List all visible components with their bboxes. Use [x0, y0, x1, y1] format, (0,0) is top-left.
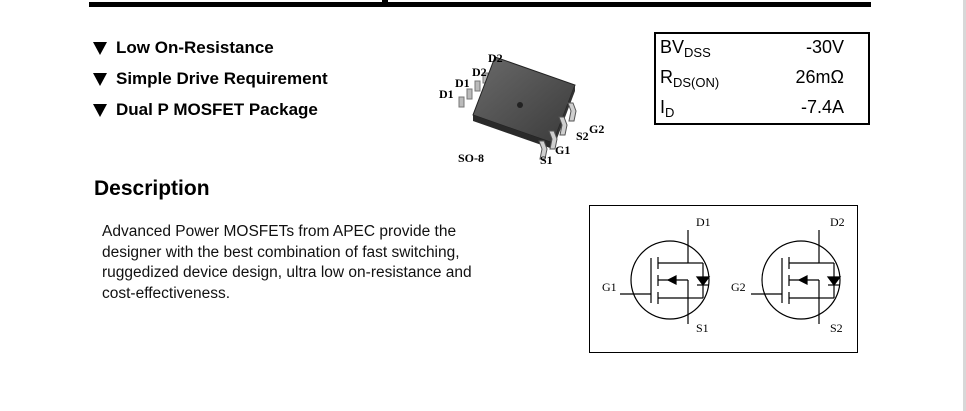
package-name: SO-8: [458, 151, 484, 165]
pin-label: D1: [455, 76, 470, 90]
section-title: Description: [94, 177, 210, 200]
spec-value: -30V: [805, 37, 844, 57]
pin-label: D2: [472, 65, 487, 79]
so8-package-illustration: D2 D2 D1 D1 G2 S2 G1 S1 SO-8: [435, 45, 610, 170]
pin-label: S1: [696, 321, 709, 335]
triangle-bullet-icon: [93, 73, 107, 86]
pin-label: S2: [576, 129, 589, 143]
header-rule: [89, 2, 871, 7]
pin-label: D1: [696, 215, 711, 229]
pin-label: D2: [488, 51, 503, 65]
pin-label: G2: [731, 280, 746, 294]
pin-label: D1: [439, 87, 454, 101]
pin-label: S2: [830, 321, 843, 335]
spec-table: BVDSS -30V RDS(ON) 26mΩ ID -7.4A: [654, 32, 870, 125]
spec-value: 26mΩ: [795, 67, 844, 87]
feature-label: Low On-Resistance: [116, 38, 274, 57]
spec-symbol: BVDSS: [660, 37, 711, 60]
header-rule-stub: [382, 0, 388, 3]
feature-item: Low On-Resistance: [93, 38, 328, 69]
spec-row: ID -7.4A: [660, 97, 844, 127]
page-edge: [963, 0, 966, 411]
triangle-bullet-icon: [93, 104, 107, 117]
triangle-bullet-icon: [93, 42, 107, 55]
feature-label: Simple Drive Requirement: [116, 69, 328, 88]
description-text: Advanced Power MOSFETs from APEC provide…: [102, 223, 472, 302]
pin-label: G2: [589, 122, 604, 136]
package-pin-icon: [538, 102, 577, 160]
feature-list: Low On-Resistance Simple Drive Requireme…: [93, 38, 328, 131]
spec-value: -7.4A: [800, 97, 844, 117]
spec-row: RDS(ON) 26mΩ: [660, 67, 844, 97]
p-mosfet-symbol-icon: [620, 230, 711, 324]
spec-symbol: RDS(ON): [660, 67, 720, 90]
feature-label: Dual P MOSFET Package: [116, 100, 318, 119]
pin1-mark-icon: [517, 102, 523, 108]
spec-symbol: ID: [660, 97, 675, 120]
p-mosfet-symbol-icon: [751, 230, 842, 324]
spec-row: BVDSS -30V: [660, 37, 844, 67]
feature-item: Dual P MOSFET Package: [93, 100, 328, 131]
feature-item: Simple Drive Requirement: [93, 69, 328, 100]
mosfet-schematic: D1 G1 S1 D2 G2 S2: [589, 205, 858, 353]
pin-label: D2: [830, 215, 845, 229]
pin-label: G1: [602, 280, 617, 294]
pin-label: G1: [555, 143, 570, 157]
pin-label: S1: [540, 153, 553, 167]
